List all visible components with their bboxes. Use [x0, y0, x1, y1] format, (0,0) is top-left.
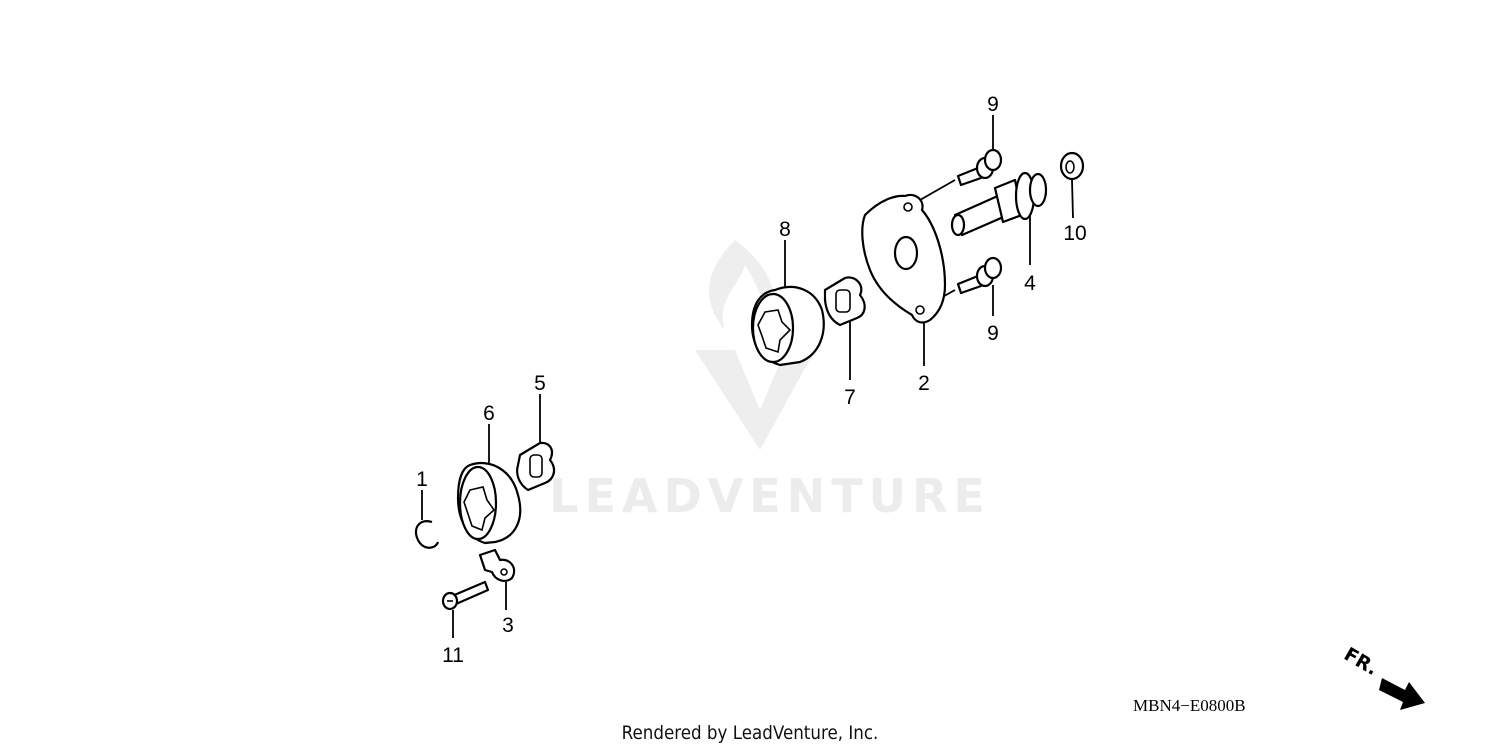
watermark-text: LEADVENTURE	[549, 469, 991, 523]
callout-1[interactable]: 1	[416, 468, 428, 491]
part-10-oil-seal[interactable]	[1059, 151, 1085, 181]
watermark-logo	[695, 240, 815, 450]
callout-5[interactable]: 5	[534, 372, 546, 395]
part-9-bolt-lower[interactable]	[956, 256, 1003, 295]
part-1-circlip[interactable]	[414, 520, 440, 549]
part-4-pump-shaft[interactable]	[950, 171, 1048, 237]
callout-9-lower[interactable]: 9	[987, 322, 999, 345]
part-11-screw[interactable]	[441, 580, 490, 611]
part-7-inner-rotor[interactable]	[823, 276, 866, 327]
part-2-pump-cover[interactable]	[861, 193, 947, 324]
callout-3[interactable]: 3	[502, 614, 514, 637]
callout-10[interactable]: 10	[1063, 222, 1086, 245]
part-8-outer-rotor[interactable]	[750, 285, 825, 367]
callout-4[interactable]: 4	[1024, 272, 1036, 295]
part-6-outer-rotor[interactable]	[456, 461, 522, 545]
callout-6[interactable]: 6	[483, 402, 495, 425]
callout-2[interactable]: 2	[918, 372, 930, 395]
front-label: FR.	[1340, 643, 1381, 680]
callout-9-upper[interactable]: 9	[987, 93, 999, 116]
part-5-inner-rotor[interactable]	[516, 441, 556, 492]
callout-11[interactable]: 11	[442, 644, 464, 667]
front-direction-indicator: FR.	[1340, 643, 1425, 710]
callout-7[interactable]: 7	[844, 386, 856, 409]
part-3-plate[interactable]	[478, 548, 516, 582]
part-9-bolt-upper[interactable]	[956, 148, 1003, 187]
leader-lines	[421, 115, 1074, 638]
diagram-code: MBN4−E0800B	[1133, 696, 1246, 715]
arrow-icon	[1379, 678, 1425, 710]
callout-8[interactable]: 8	[779, 218, 791, 241]
footer-credit: Rendered by LeadVenture, Inc.	[622, 722, 879, 744]
